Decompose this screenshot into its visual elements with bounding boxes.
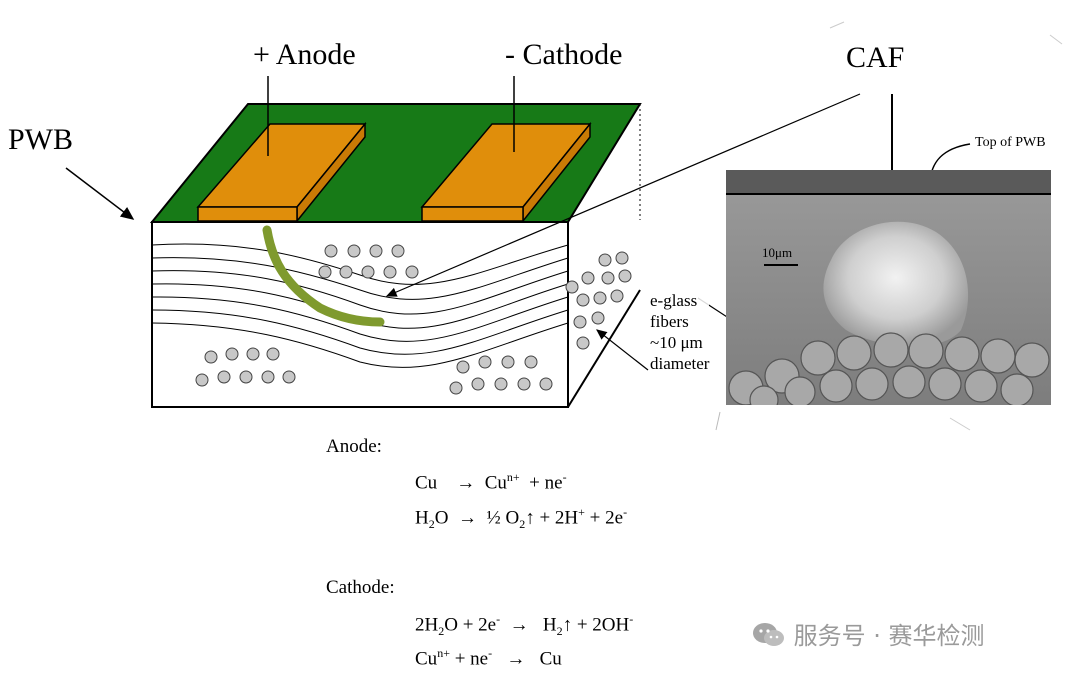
cathode-terminal-label: - Cathode — [505, 38, 623, 71]
anode-terminal-label: + Anode — [253, 38, 356, 71]
caf-label: CAF — [846, 41, 905, 74]
watermark: 服务号 · 赛华检测 — [752, 616, 985, 651]
cathode-pad — [420, 121, 592, 224]
anode-pad — [196, 121, 367, 224]
anode-equation-1: Cu → Cun+ + ne- — [415, 470, 567, 494]
anode-equation-2: H2O → ½ O2↑ + 2H+ + 2e- — [415, 505, 628, 532]
anode-reactions-title: Anode: — [326, 436, 382, 457]
cathode-reactions-title: Cathode: — [326, 577, 395, 598]
watermark-text: 服务号 · 赛华检测 — [793, 622, 985, 650]
pwb-label: PWB — [8, 123, 74, 156]
fiber-bundles — [195, 244, 632, 395]
wechat-icon — [753, 623, 784, 646]
weave-lines — [151, 243, 569, 368]
fibers-label: e-glass fibers ~10 μm diameter — [650, 290, 710, 374]
caf-filament — [262, 225, 385, 327]
cathode-equation-2: Cun+ + ne- → Cu — [415, 646, 562, 670]
sem-micrograph — [726, 170, 1051, 405]
top-of-pwb-label: Top of PWB — [975, 135, 1046, 150]
cathode-equation-1: 2H2O + 2e- → H2↑ + 2OH- — [415, 612, 634, 639]
scale-bar-label: 10μm — [762, 245, 793, 260]
